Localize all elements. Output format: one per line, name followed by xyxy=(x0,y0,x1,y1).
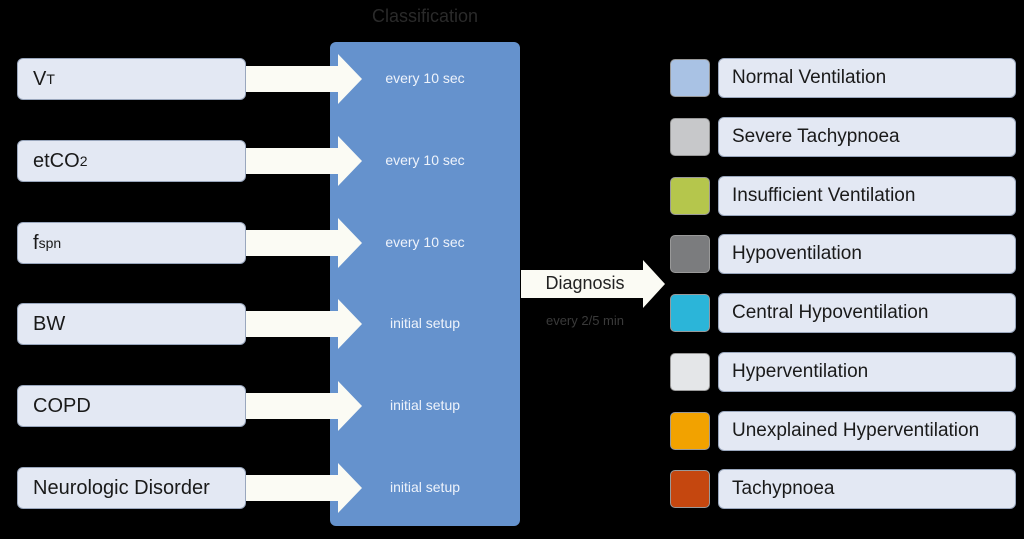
input-label: Neurologic Disorder xyxy=(33,476,210,499)
output-central-hypoventilation: Central Hypoventilation xyxy=(718,293,1016,333)
diagnosis-label: Diagnosis xyxy=(545,273,625,293)
input-arrow xyxy=(246,54,362,104)
output-hyperventilation: Hyperventilation xyxy=(718,352,1016,392)
input-arrow xyxy=(246,381,362,431)
rate-label: initial setup xyxy=(389,479,461,495)
rate-label: initial setup xyxy=(389,397,461,413)
input-label: V xyxy=(33,67,47,90)
output-insufficient-ventilation: Insufficient Ventilation xyxy=(718,176,1016,216)
output-unexplained-hyperventilation: Unexplained Hyperventilation xyxy=(718,411,1016,451)
rate-label: every 10 sec xyxy=(385,152,465,168)
input-label: etCO xyxy=(33,149,80,172)
swatch-unexplained-hyperventilation xyxy=(670,412,710,450)
input-label: BW xyxy=(33,312,66,335)
swatch-tachypnoea xyxy=(670,470,710,508)
swatch-hypoventilation xyxy=(670,235,710,273)
input-copd: COPD xyxy=(17,385,246,427)
input-neurologic-disorder: Neurologic Disorder xyxy=(17,467,246,509)
input-label: COPD xyxy=(33,394,91,417)
classification-block xyxy=(330,42,520,526)
input-bw: BW xyxy=(17,303,246,345)
input-arrow xyxy=(246,218,362,268)
diagnosis-rate: every 2/5 min xyxy=(545,313,625,328)
rate-label: every 10 sec xyxy=(385,234,465,250)
rate-label: initial setup xyxy=(389,315,461,331)
input-label: f xyxy=(33,231,39,254)
classification-title: Classification xyxy=(371,6,479,26)
output-hypoventilation: Hypoventilation xyxy=(718,234,1016,274)
input-arrow xyxy=(246,463,362,513)
rate-label: every 10 sec xyxy=(385,70,465,86)
swatch-hyperventilation xyxy=(670,353,710,391)
output-tachypnoea: Tachypnoea xyxy=(718,469,1016,509)
swatch-normal-ventilation xyxy=(670,59,710,97)
swatch-severe-tachypnoea xyxy=(670,118,710,156)
diagnosis-arrow xyxy=(521,260,665,308)
output-severe-tachypnoea: Severe Tachypnoea xyxy=(718,117,1016,157)
input-arrow xyxy=(246,136,362,186)
output-normal-ventilation: Normal Ventilation xyxy=(718,58,1016,98)
swatch-insufficient-ventilation xyxy=(670,177,710,215)
swatch-central-hypoventilation xyxy=(670,294,710,332)
input-arrow xyxy=(246,299,362,349)
